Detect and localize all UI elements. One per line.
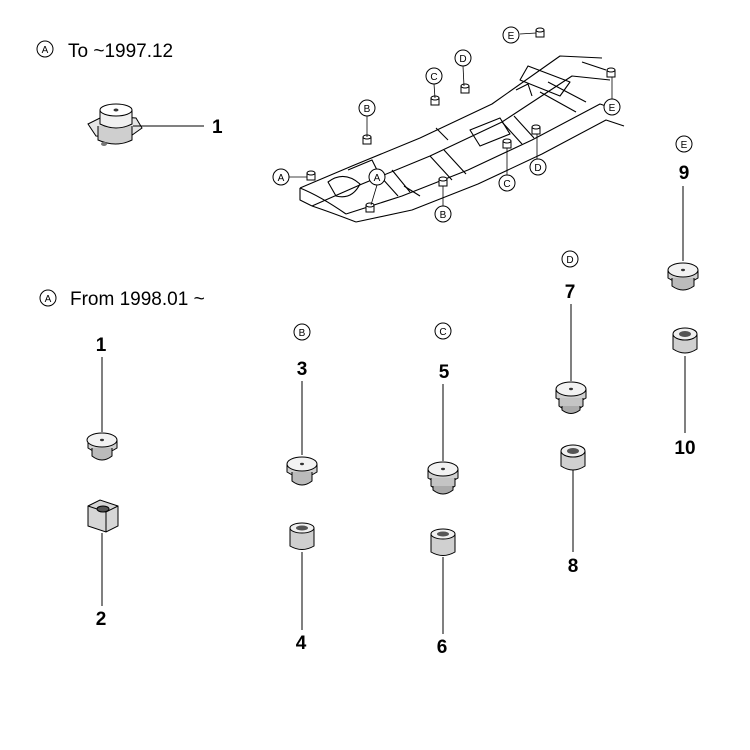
part-7-cushion	[555, 381, 587, 414]
header-from-circle-letter: A	[45, 294, 52, 305]
svg-text:A: A	[278, 173, 285, 184]
header-to-text: To ~1997.12	[68, 41, 173, 62]
svg-text:B: B	[440, 210, 447, 221]
header-from-1998: A From 1998.01 ~	[39, 289, 205, 310]
part-number-2: 2	[96, 609, 107, 630]
callout-b-1: B	[358, 99, 376, 117]
frame-callout-leaders	[289, 32, 613, 206]
part-number-4: 4	[296, 633, 307, 654]
part-number-7: 7	[565, 282, 576, 303]
chassis-frame	[299, 55, 625, 223]
callout-a-2: A	[368, 168, 386, 186]
part-1-old-cushion	[87, 103, 204, 146]
callout-d-1: D	[454, 49, 472, 67]
svg-text:E: E	[681, 140, 688, 151]
part-number-8: 8	[568, 556, 579, 577]
group-letter-e: E	[675, 135, 693, 153]
group-letter-d: D	[561, 250, 579, 268]
group-letter-b: B	[293, 323, 311, 341]
part-5-cushion	[427, 461, 459, 495]
callout-c-1: C	[425, 67, 443, 85]
part-number-10: 10	[674, 438, 695, 459]
callout-e-2: E	[603, 98, 621, 116]
svg-text:C: C	[503, 179, 510, 190]
svg-text:D: D	[566, 255, 573, 266]
svg-text:D: D	[534, 163, 541, 174]
header-to-circle-letter: A	[42, 45, 49, 56]
header-from-circle	[39, 289, 57, 307]
callout-e-1: E	[502, 26, 520, 44]
svg-text:E: E	[508, 31, 515, 42]
callout-d-2: D	[529, 158, 547, 176]
svg-text:E: E	[609, 103, 616, 114]
callout-b-2: B	[434, 205, 452, 223]
frame-mounts	[306, 27, 616, 213]
part-number-1: 1	[96, 335, 107, 356]
svg-text:B: B	[364, 104, 371, 115]
header-to-1997: A To ~1997.12	[36, 40, 173, 62]
svg-text:B: B	[299, 328, 306, 339]
part-10-collar	[672, 327, 698, 354]
part-2-collar	[87, 499, 119, 533]
part-number-5: 5	[439, 362, 450, 383]
part-6-collar	[430, 528, 456, 556]
svg-text:C: C	[430, 72, 437, 83]
svg-text:D: D	[459, 54, 466, 65]
header-to-circle	[36, 40, 54, 58]
header-from-text: From 1998.01 ~	[70, 289, 205, 310]
part-number-3: 3	[297, 359, 308, 380]
group-letter-c: C	[434, 322, 452, 340]
svg-text:C: C	[439, 327, 446, 338]
part-3-cushion	[286, 456, 318, 486]
part-leaders	[101, 186, 686, 634]
part-1-cushion	[86, 432, 118, 461]
part-number-6: 6	[437, 637, 448, 658]
part-number-1-top: 1	[212, 117, 223, 138]
callout-a-1: A	[272, 168, 290, 186]
part-8-collar	[560, 444, 586, 471]
part-4-collar	[289, 522, 315, 550]
part-number-9: 9	[679, 163, 690, 184]
part-9-cushion	[667, 262, 699, 291]
callout-c-2: C	[498, 174, 516, 192]
svg-text:A: A	[374, 173, 381, 184]
